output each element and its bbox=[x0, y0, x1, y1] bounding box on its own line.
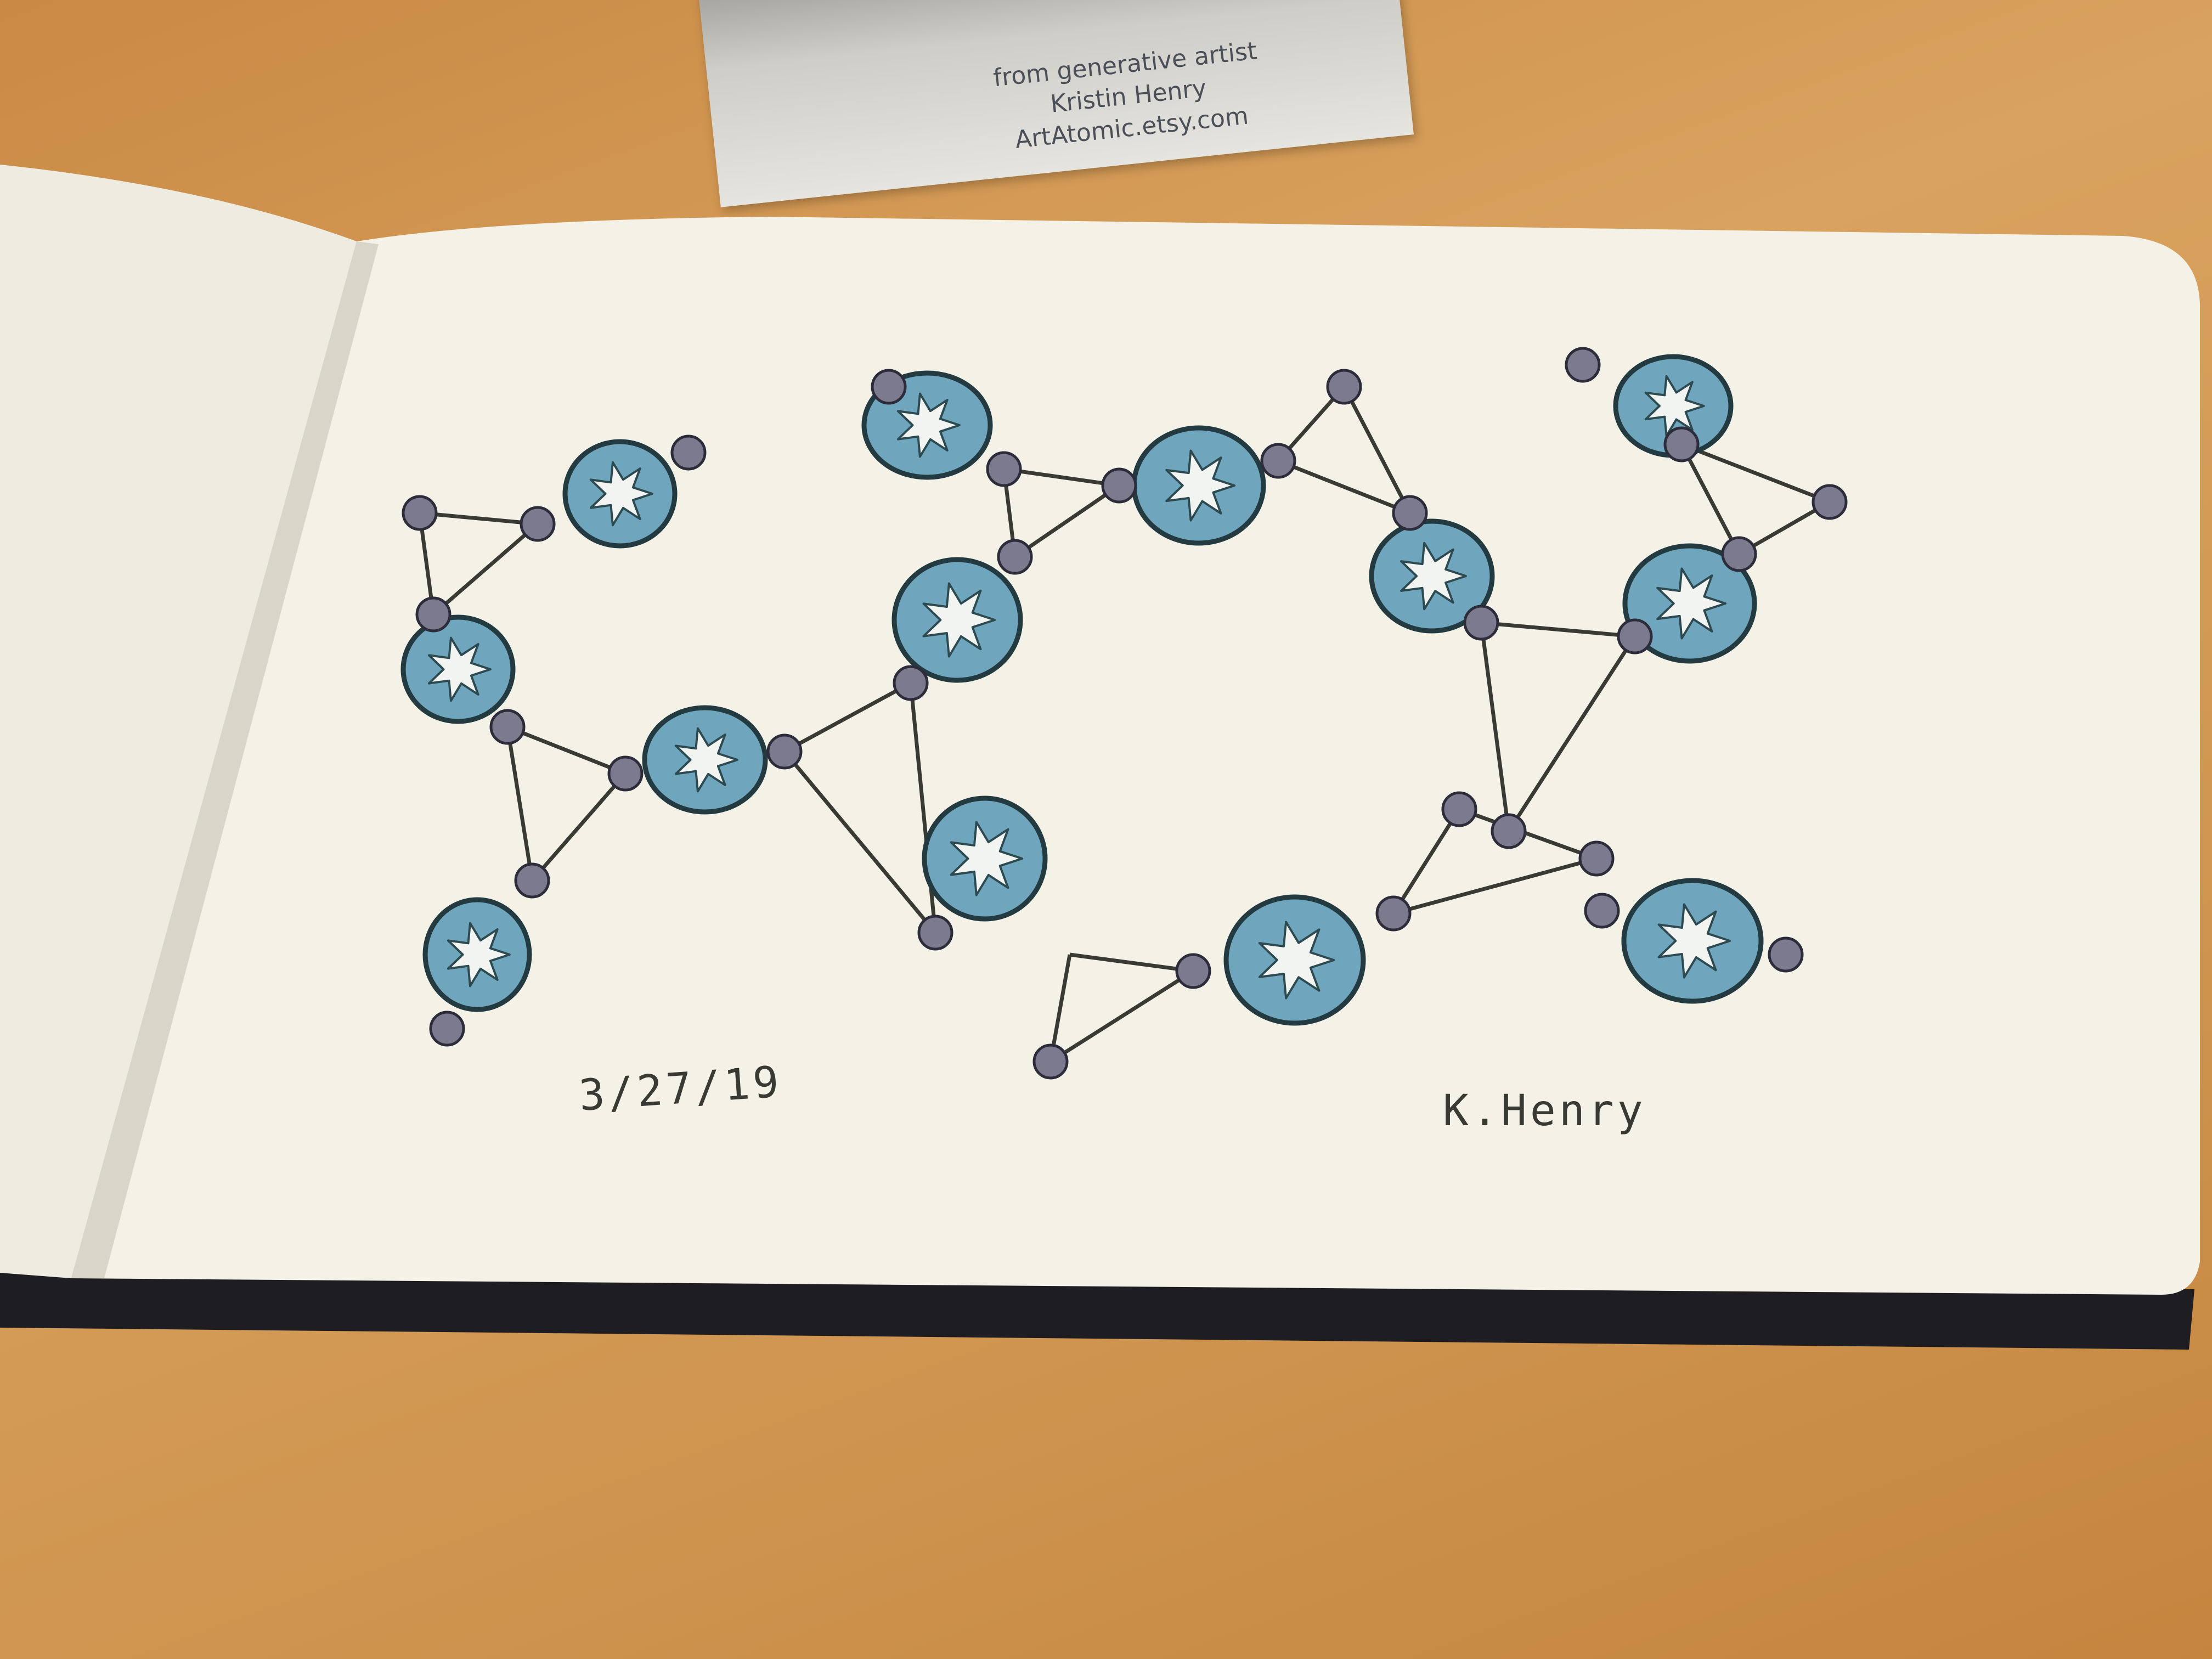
node-dot bbox=[1375, 895, 1412, 932]
node-dot bbox=[1032, 1043, 1069, 1080]
bond-line bbox=[1049, 969, 1194, 1063]
atom-splat bbox=[674, 727, 738, 793]
node-dot bbox=[1491, 813, 1527, 849]
bond-line bbox=[1069, 952, 1194, 973]
node-dot bbox=[893, 665, 929, 701]
bond-line bbox=[1392, 808, 1461, 915]
bond-line bbox=[1481, 620, 1635, 639]
left-page bbox=[0, 165, 357, 1278]
bond-line bbox=[1277, 459, 1411, 515]
node-dot bbox=[1260, 443, 1296, 479]
molecule-drawing bbox=[400, 347, 1848, 1080]
node-dot bbox=[1101, 467, 1137, 504]
node-dot bbox=[670, 435, 707, 471]
page-gutter bbox=[71, 241, 379, 1278]
node-dot bbox=[997, 539, 1033, 575]
node-dot bbox=[1584, 893, 1620, 929]
atom-splat bbox=[1258, 921, 1335, 1000]
atom-splat bbox=[589, 461, 653, 527]
bond-line bbox=[419, 511, 538, 526]
bond-line bbox=[505, 726, 534, 881]
right-page bbox=[71, 217, 2200, 1295]
atom-splat bbox=[1657, 903, 1731, 979]
bond-line bbox=[1014, 484, 1120, 558]
node-dot bbox=[607, 755, 644, 792]
bond-line bbox=[783, 681, 912, 754]
bond-line bbox=[1680, 442, 1831, 504]
node-dot bbox=[514, 862, 550, 899]
bond-line bbox=[1393, 856, 1597, 916]
node-dot bbox=[1663, 426, 1700, 462]
bond-line bbox=[1458, 807, 1598, 861]
node-dot bbox=[917, 915, 953, 951]
bond-line bbox=[1342, 386, 1412, 514]
node-dot bbox=[1768, 936, 1804, 973]
node-dot bbox=[1578, 840, 1615, 877]
node-dot bbox=[1812, 484, 1848, 520]
atom-splat bbox=[950, 821, 1024, 896]
artist-signature: K.Henry bbox=[1443, 1086, 1646, 1136]
bond-line bbox=[1679, 443, 1741, 555]
atom-splat bbox=[1165, 449, 1236, 522]
node-dot bbox=[415, 596, 452, 633]
node-dot bbox=[1565, 347, 1601, 383]
node-dot bbox=[402, 495, 438, 531]
node-dot bbox=[986, 451, 1022, 487]
atom-splat bbox=[427, 636, 492, 702]
node-dot bbox=[1175, 953, 1211, 989]
atom-splat bbox=[1644, 375, 1705, 437]
bond-line bbox=[506, 725, 627, 776]
bond-line bbox=[1003, 467, 1120, 488]
node-dot bbox=[429, 1011, 465, 1047]
atom-splat bbox=[1656, 567, 1727, 640]
node-dot bbox=[766, 733, 803, 770]
node-dot bbox=[1463, 605, 1499, 641]
atom-splat bbox=[922, 582, 996, 658]
bond-line bbox=[1479, 622, 1511, 832]
node-dot bbox=[1326, 369, 1362, 405]
node-dot bbox=[1721, 536, 1757, 572]
atom-splat bbox=[896, 392, 961, 458]
node-dot bbox=[1441, 791, 1477, 827]
atom-splat bbox=[1400, 541, 1467, 611]
bond-line bbox=[531, 772, 627, 882]
node-dot bbox=[520, 506, 556, 542]
atom-splat bbox=[447, 922, 511, 988]
node-dot bbox=[489, 709, 526, 745]
bond-line bbox=[1048, 954, 1072, 1062]
bond-line bbox=[432, 522, 539, 616]
bond-line bbox=[783, 750, 937, 934]
node-dot bbox=[1392, 495, 1428, 531]
bond-line bbox=[1507, 635, 1637, 832]
node-dot bbox=[871, 369, 907, 405]
node-dot bbox=[1617, 618, 1653, 654]
